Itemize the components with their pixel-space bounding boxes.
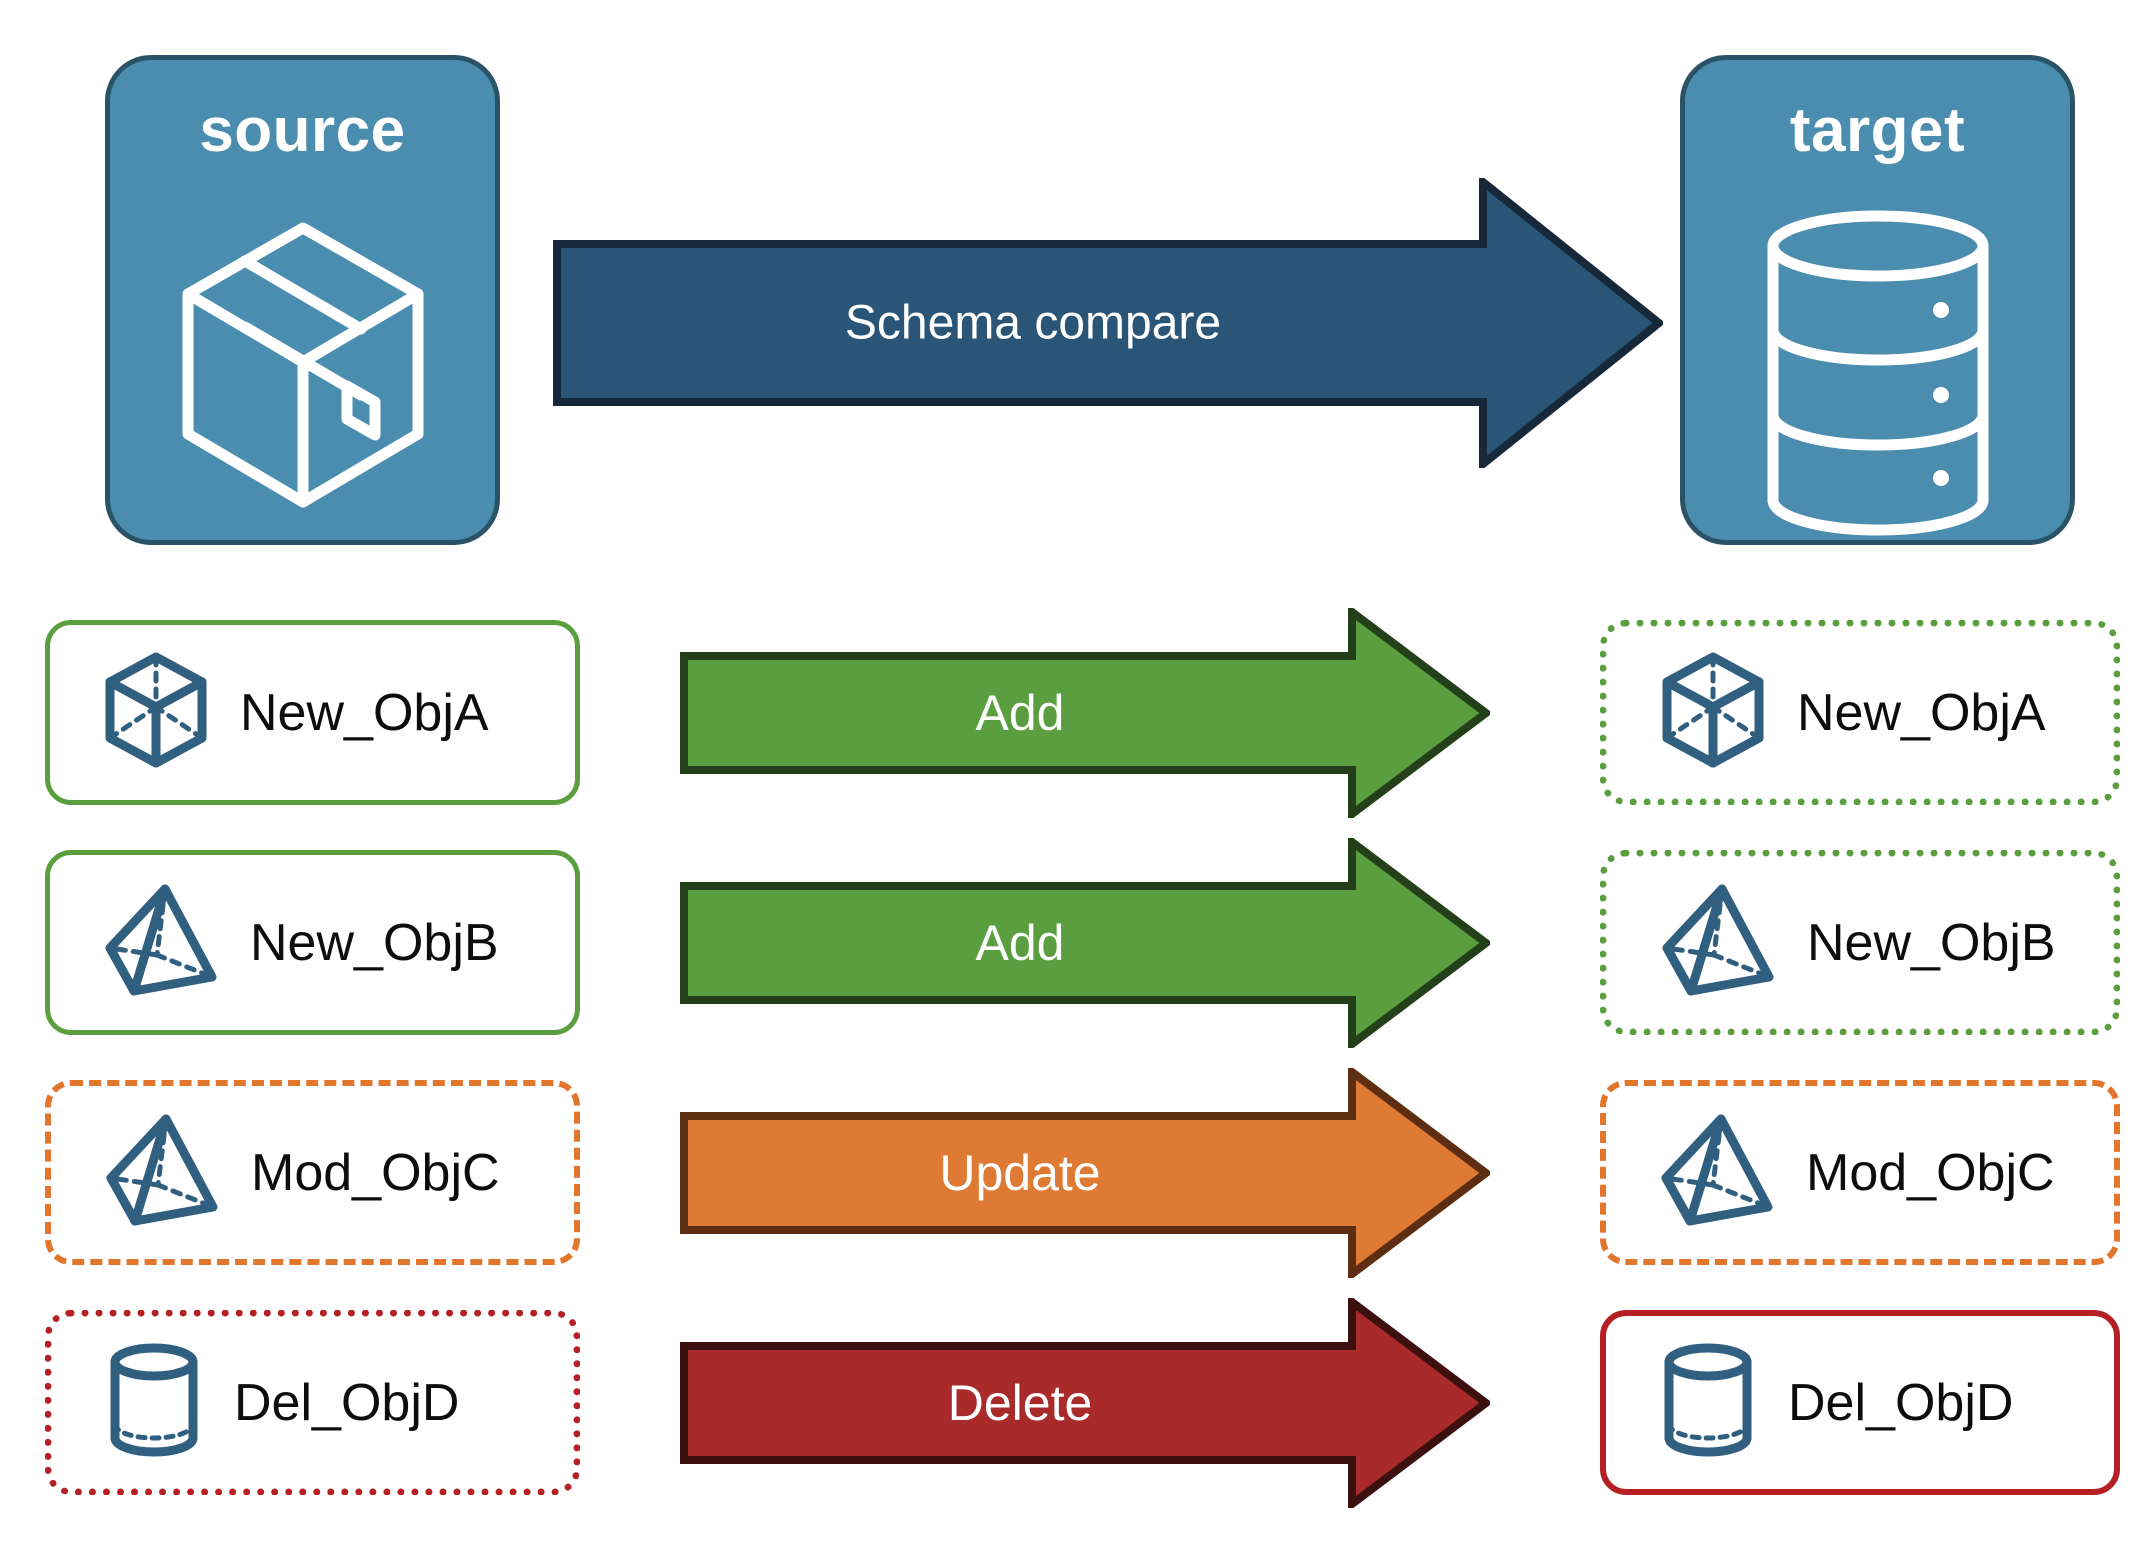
wireframe-cube-icon <box>1659 650 1767 775</box>
source-object-box-2[interactable]: New_ObjB <box>45 850 580 1035</box>
wireframe-cylinder-icon <box>1658 1340 1758 1465</box>
wireframe-pyramid-icon <box>1658 1111 1776 1234</box>
source-object-box-4[interactable]: Del_ObjD <box>45 1310 580 1495</box>
wireframe-pyramid-icon <box>1659 881 1777 1004</box>
target-object-box-2[interactable]: New_ObjB <box>1600 850 2120 1035</box>
database-cylinder-icon <box>1753 210 2003 545</box>
update-arrow-label: Update <box>939 1145 1101 1201</box>
wireframe-cylinder-icon <box>104 1340 204 1465</box>
schema-compare-label: Schema compare <box>844 296 1222 350</box>
delete-arrow-label: Delete <box>947 1375 1093 1431</box>
target-object-box-1[interactable]: New_ObjA <box>1600 620 2120 805</box>
source-object-box-3[interactable]: Mod_ObjC <box>45 1080 580 1265</box>
source-panel[interactable]: source <box>105 55 500 545</box>
add-arrow-label-1: Add <box>975 685 1065 741</box>
source-object-label-1: New_ObjA <box>240 683 489 742</box>
target-object-label-2: New_ObjB <box>1807 913 2056 972</box>
source-object-label-3: Mod_ObjC <box>251 1143 500 1202</box>
add-arrow-label-2: Add <box>975 915 1065 971</box>
update-arrow[interactable]: Update <box>680 1068 1490 1278</box>
add-arrow-1[interactable]: Add <box>680 608 1490 818</box>
package-box-icon <box>168 210 438 545</box>
target-object-box-3[interactable]: Mod_ObjC <box>1600 1080 2120 1265</box>
target-object-box-4[interactable]: Del_ObjD <box>1600 1310 2120 1495</box>
schema-compare-arrow[interactable]: Schema compare <box>553 178 1663 468</box>
target-object-label-3: Mod_ObjC <box>1806 1143 2055 1202</box>
source-object-label-4: Del_ObjD <box>234 1373 460 1432</box>
source-panel-label: source <box>199 96 406 165</box>
source-object-box-1[interactable]: New_ObjA <box>45 620 580 805</box>
target-panel-label: target <box>1789 96 1966 165</box>
target-object-label-1: New_ObjA <box>1797 683 2046 742</box>
source-object-label-2: New_ObjB <box>250 913 499 972</box>
wireframe-pyramid-icon <box>103 1111 221 1234</box>
wireframe-cube-icon <box>102 650 210 775</box>
target-object-label-4: Del_ObjD <box>1788 1373 2014 1432</box>
add-arrow-2[interactable]: Add <box>680 838 1490 1048</box>
wireframe-pyramid-icon <box>102 881 220 1004</box>
target-panel[interactable]: target <box>1680 55 2075 545</box>
delete-arrow[interactable]: Delete <box>680 1298 1490 1508</box>
